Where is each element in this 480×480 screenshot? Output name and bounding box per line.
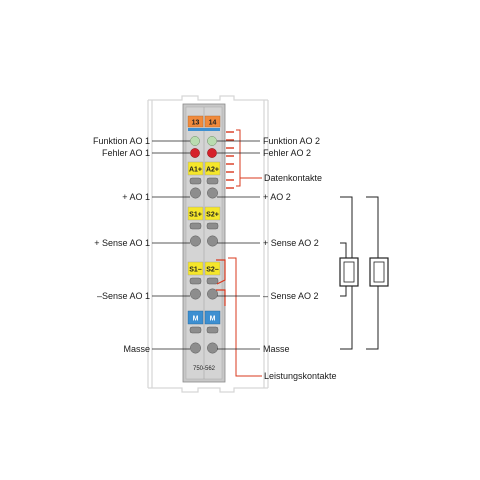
terminal-plate-s2p [204, 206, 221, 221]
badge-14-text: 14 [209, 120, 217, 127]
power-contacts-leader [228, 257, 262, 377]
label-datenkontakte: Datenkontakte [264, 173, 322, 183]
model-number: 750-562 [193, 366, 216, 372]
label-masse-right: Masse [263, 344, 290, 354]
terminal-label-m2: M [210, 316, 216, 323]
data-contacts [226, 131, 234, 189]
terminal-plate-a2 [204, 161, 221, 176]
badge-14 [204, 115, 221, 128]
terminal-plate-s1m [187, 261, 204, 276]
power-contacts [216, 259, 226, 306]
terminal-label-s2m: S2– [206, 267, 219, 274]
terminal-label-s2p: S2+ [206, 212, 219, 219]
label-fehler-ao1: Fehler AO 1 [102, 148, 150, 158]
terminal-plate-m1 [187, 310, 204, 325]
terminal-plate-a1 [187, 161, 204, 176]
label-sense-minus-ao2: – Sense AO 2 [263, 291, 319, 301]
terminal-plate-m2 [204, 310, 221, 325]
label-masse-left: Masse [123, 344, 150, 354]
terminal-label-a2: A2+ [206, 167, 219, 174]
led-funktion-ao1 [190, 136, 200, 146]
label-sense-minus-ao1: –Sense AO 1 [97, 291, 150, 301]
din-rail-frame [147, 95, 269, 393]
load-resistor-ao1 [339, 257, 359, 287]
led-fehler-ao2 [207, 148, 217, 158]
load-schematic [339, 196, 389, 350]
data-contacts-bracket [236, 129, 241, 187]
badge-13-text: 13 [192, 120, 200, 127]
terminal-label-s1p: S1+ [189, 212, 202, 219]
terminal-plate-s2m [204, 261, 221, 276]
terminal-plate-s1p [187, 206, 204, 221]
left-leaders [152, 140, 190, 350]
label-funktion-ao2: Funktion AO 2 [263, 136, 320, 146]
label-sense-plus-ao2: + Sense AO 2 [263, 238, 319, 248]
badge-13 [187, 115, 204, 128]
blue-strip [188, 128, 220, 131]
label-leistungskontakte: Leistungskontakte [264, 371, 337, 381]
led-fehler-ao1 [190, 148, 200, 158]
spring-clamps [189, 177, 219, 354]
label-ao2: + AO 2 [263, 192, 291, 202]
led-funktion-ao2 [207, 136, 217, 146]
load-resistor-ao2 [369, 257, 389, 287]
label-funktion-ao1: Funktion AO 1 [93, 136, 150, 146]
terminal-label-s1m: S1– [189, 267, 202, 274]
terminal-label-m1: M [193, 316, 199, 323]
right-leaders [217, 140, 260, 350]
label-sense-plus-ao1: + Sense AO 1 [94, 238, 150, 248]
label-fehler-ao2: Fehler AO 2 [263, 148, 311, 158]
terminal-label-a1: A1+ [189, 167, 202, 174]
label-ao1: + AO 1 [122, 192, 150, 202]
